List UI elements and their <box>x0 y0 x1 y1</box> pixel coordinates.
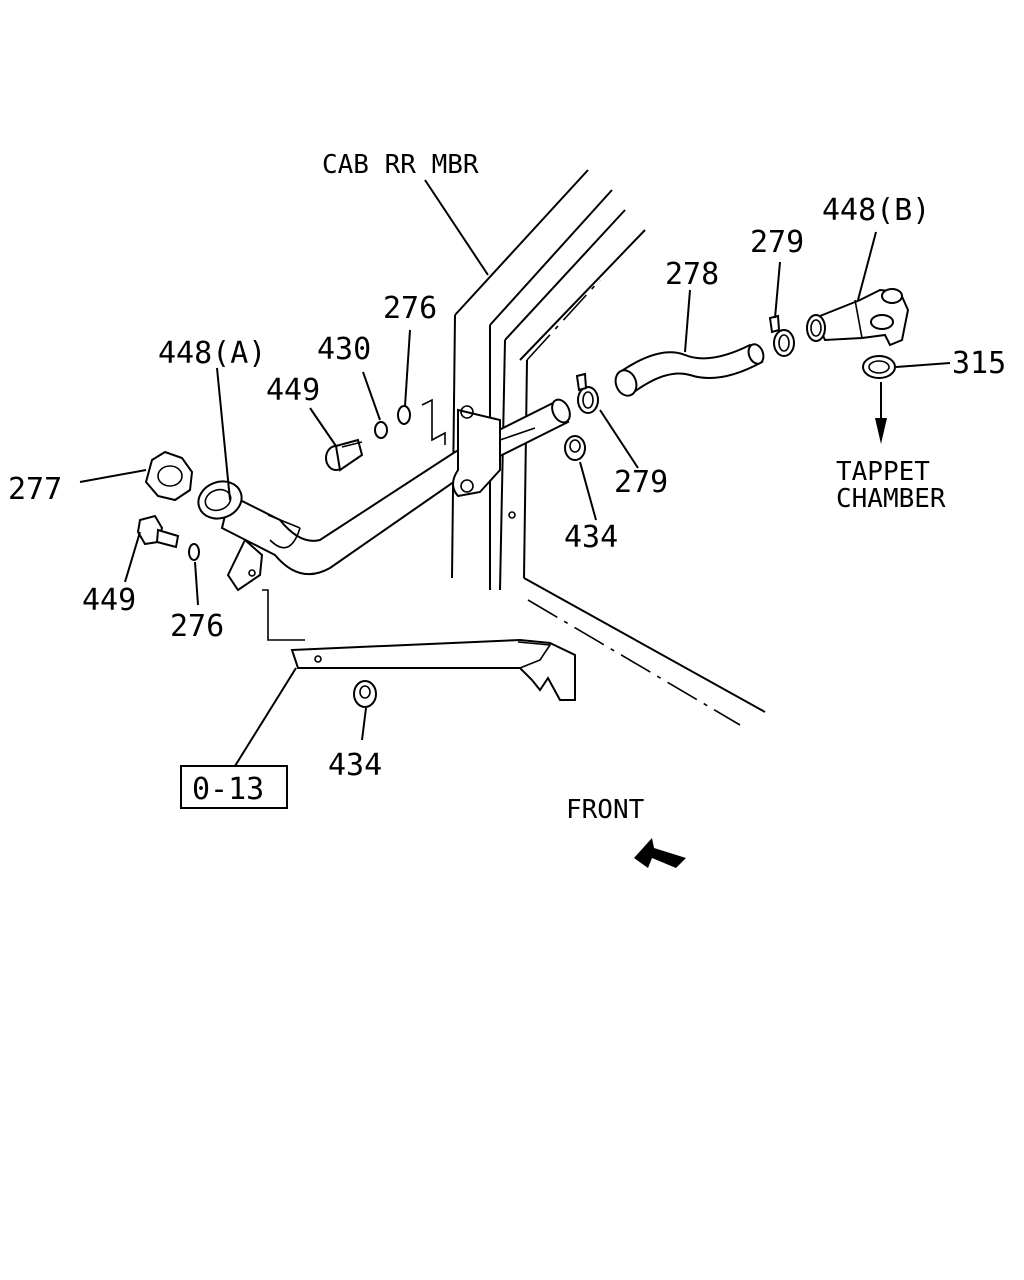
callout-434-lower[interactable]: 434 <box>328 748 382 783</box>
washer-430 <box>374 421 388 439</box>
filler-tube-448a <box>197 398 571 592</box>
callout-449-lower[interactable]: 449 <box>82 583 136 618</box>
callout-449-upper[interactable]: 449 <box>266 373 320 408</box>
leader-lines <box>79 179 951 767</box>
callout-279-upper[interactable]: 279 <box>750 225 804 260</box>
callout-434-upper[interactable]: 434 <box>564 520 618 555</box>
cab-rear-member <box>451 169 766 726</box>
label-front: FRONT <box>566 795 645 825</box>
down-arrow-icon <box>875 382 887 444</box>
nut-434-lower <box>353 680 377 708</box>
callout-276-upper[interactable]: 276 <box>383 291 437 326</box>
callout-276-lower[interactable]: 276 <box>170 609 224 644</box>
label-cab-rr-mbr: CAB RR MBR <box>322 150 479 180</box>
washer-276-upper <box>397 405 411 425</box>
ref-box-label[interactable]: 0-13 <box>192 772 264 807</box>
callout-448b[interactable]: 448(B) <box>822 193 930 228</box>
hose-278 <box>614 343 765 397</box>
bolt-449-lower <box>136 514 180 549</box>
callout-279-middle[interactable]: 279 <box>614 465 668 500</box>
bolt-449-upper <box>325 438 364 472</box>
label-chamber: CHAMBER <box>836 484 946 514</box>
support-bracket <box>262 589 576 701</box>
ref-box[interactable] <box>180 765 288 809</box>
filler-cap-277 <box>144 450 194 502</box>
callout-278[interactable]: 278 <box>665 257 719 292</box>
nut-434-upper <box>564 435 586 461</box>
clamp-279-upper <box>768 314 795 357</box>
front-arrow-icon <box>634 838 686 868</box>
callout-430[interactable]: 430 <box>317 332 371 367</box>
callout-277[interactable]: 277 <box>8 472 62 507</box>
washer-276-lower <box>188 543 200 561</box>
elbow-448b <box>806 288 910 347</box>
gasket-315 <box>862 355 896 379</box>
callout-448a[interactable]: 448(A) <box>158 336 266 371</box>
callout-315[interactable]: 315 <box>952 346 1006 381</box>
clamp-279-middle <box>575 372 599 414</box>
label-tappet: TAPPET <box>836 457 930 487</box>
